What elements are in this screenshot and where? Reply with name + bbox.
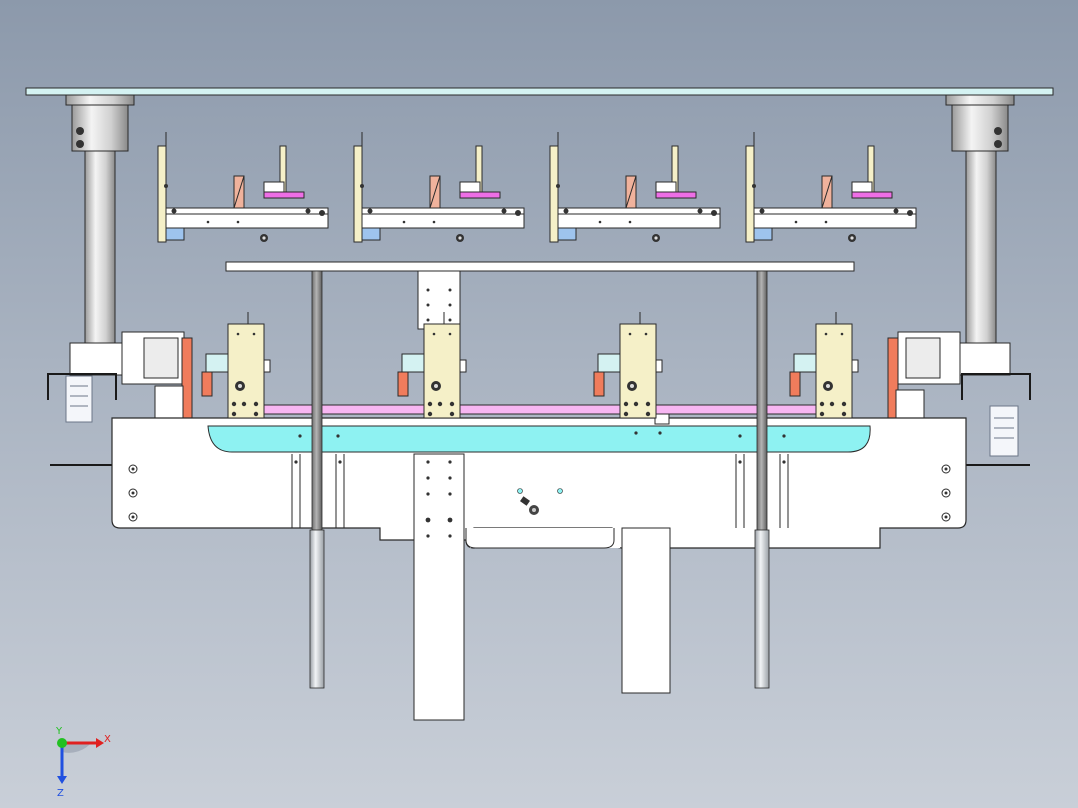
lower-module-row — [201, 312, 859, 419]
frame-slots — [291, 454, 789, 528]
left-guide-post — [309, 270, 325, 689]
crossbar-center-block — [417, 270, 461, 330]
lower-module-3 — [593, 312, 663, 419]
lower-module-1 — [201, 312, 271, 419]
lower-module-2 — [397, 312, 467, 419]
crossbar — [225, 261, 855, 272]
frame-holes — [128, 431, 951, 522]
upper-fixture-4 — [745, 132, 917, 243]
left-cylinder-head — [121, 331, 193, 421]
rail-carriage — [654, 413, 670, 425]
right-cylinder-head — [887, 331, 961, 423]
triad-x-label: X — [104, 734, 111, 745]
lower-module-4 — [789, 312, 859, 419]
triad-z-label: Z — [57, 788, 64, 799]
lower-mount-block — [621, 527, 671, 694]
right-support-column — [945, 94, 1015, 376]
upper-fixture-row — [157, 132, 917, 243]
upper-fixture-2 — [353, 132, 525, 243]
right-cable-chain — [989, 405, 1019, 457]
center-mount-post — [413, 453, 465, 721]
conveyor-bed — [207, 425, 871, 453]
frame-cutout-outline — [465, 528, 615, 549]
left-cable-chain — [65, 375, 93, 423]
upper-fixture-3 — [549, 132, 721, 243]
triad-y-label: Y — [55, 726, 63, 737]
axis-triad: X Y Z — [55, 726, 111, 799]
top-plate — [25, 87, 1054, 96]
right-guide-post — [754, 270, 770, 689]
upper-fixture-1 — [157, 132, 329, 243]
guide-rail — [261, 404, 817, 415]
crossbar-block-holes — [426, 288, 452, 322]
left-support-column — [65, 94, 135, 376]
left-side-bracket — [47, 373, 117, 400]
right-side-bracket — [961, 373, 1031, 400]
